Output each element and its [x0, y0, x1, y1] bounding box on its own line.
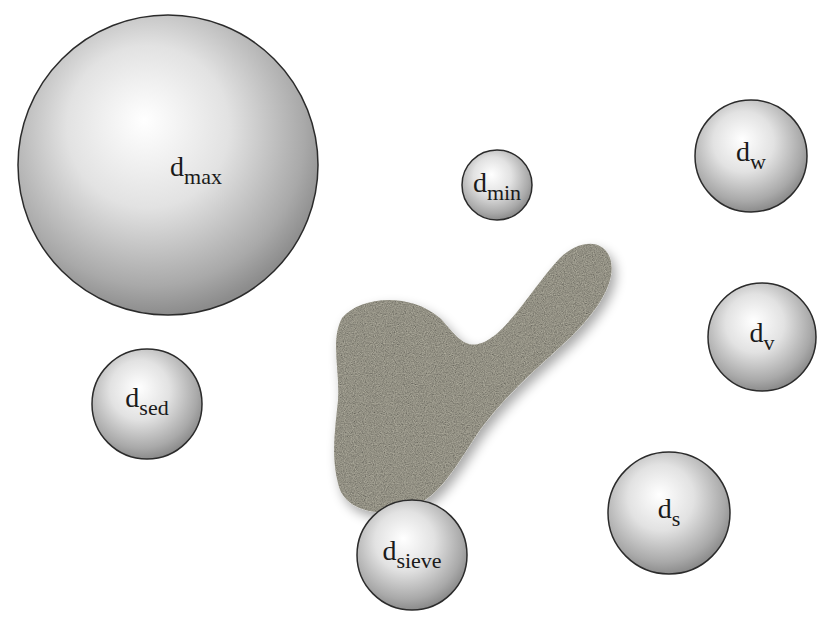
diameter-label: dw — [736, 136, 766, 168]
diameter-symbol: d — [125, 382, 139, 413]
size-circle: dsed — [91, 348, 203, 460]
diameter-subscript: sed — [139, 395, 168, 420]
sphere-circle — [708, 283, 816, 391]
diameter-label: dmax — [170, 151, 222, 183]
diameter-subscript: max — [184, 164, 222, 189]
size-circle: dmin — [461, 149, 533, 221]
diameter-subscript: s — [672, 506, 681, 531]
sphere-circle — [462, 150, 532, 220]
sphere-circle — [695, 100, 807, 212]
diameter-symbol: d — [473, 167, 487, 198]
size-circle: dv — [707, 282, 817, 392]
diameter-label: ds — [658, 493, 681, 525]
diameter-symbol: d — [382, 535, 396, 566]
diameter-subscript: v — [764, 330, 775, 355]
sphere-circle — [18, 15, 318, 315]
diameter-symbol: d — [658, 493, 672, 524]
diameter-label: dmin — [473, 167, 521, 199]
irregular-particle — [334, 244, 612, 513]
diameter-symbol: d — [750, 317, 764, 348]
diameter-label: dsed — [125, 382, 168, 414]
sphere-circle — [608, 452, 730, 574]
sphere-circle — [357, 500, 467, 610]
circle-outline — [17, 14, 319, 316]
diameter-label: dv — [750, 317, 775, 349]
size-circle: dmax — [17, 14, 319, 316]
diameter-subscript: sieve — [396, 548, 441, 573]
sphere-circle — [92, 349, 202, 459]
size-circle: ds — [607, 451, 731, 575]
diameter-symbol: d — [170, 151, 184, 182]
diameter-subscript: min — [487, 180, 521, 205]
diameter-subscript: w — [750, 149, 766, 174]
size-circle: dsieve — [356, 499, 468, 611]
diameter-symbol: d — [736, 136, 750, 167]
diameter-label: dsieve — [382, 535, 441, 567]
size-circle: dw — [694, 99, 808, 213]
